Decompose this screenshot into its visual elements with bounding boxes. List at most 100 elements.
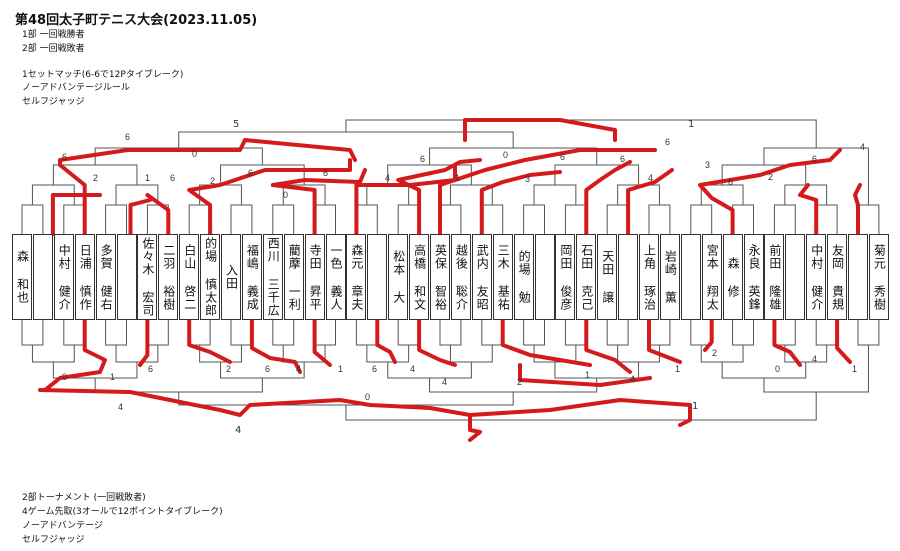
bracket-line	[178, 131, 514, 148]
winner-path	[798, 183, 819, 236]
bracket-line	[178, 392, 514, 406]
score-mark: 2	[226, 364, 231, 374]
player-box	[32, 234, 53, 320]
score-mark: 4	[442, 377, 447, 387]
player-box: 的場 勉	[513, 234, 534, 320]
score-mark: 6	[248, 168, 253, 178]
score-mark: 6	[420, 154, 425, 164]
winner-path	[396, 158, 482, 236]
winner-path	[835, 318, 852, 364]
bracket-line	[397, 320, 420, 346]
score-mark: 2	[712, 348, 717, 358]
bracket-line	[366, 184, 410, 205]
final-score-bottom-left: 4	[235, 425, 241, 436]
score-mark: 0	[503, 150, 508, 160]
score-mark: 0	[365, 392, 370, 402]
player-box: 上角 琢治	[639, 234, 659, 320]
score-mark: 1	[110, 372, 115, 382]
winner-path	[187, 158, 352, 236]
bracket-line	[63, 204, 86, 234]
bracket-line	[648, 204, 671, 234]
player-box: 英保 智裕	[430, 234, 450, 320]
player-box: 一色 義人	[325, 234, 346, 320]
bracket-line	[690, 204, 713, 234]
division-1-note: 1部 一回戦勝者	[22, 30, 85, 40]
bracket-line	[146, 320, 169, 346]
player-box: 前田 隆雄	[764, 234, 785, 320]
bracket-line	[648, 320, 671, 346]
bracket-line	[606, 320, 629, 346]
score-mark: 6	[665, 137, 670, 147]
winner-path	[354, 163, 457, 236]
player-box: 森 和也	[12, 234, 32, 320]
player-box: 天田 譲	[597, 234, 618, 320]
player-box: 松本 大	[388, 234, 409, 320]
player-box: 寺田 昇平	[304, 234, 325, 320]
bracket-line	[105, 204, 127, 234]
score-mark: 6	[372, 364, 377, 374]
bracket-line	[449, 345, 493, 363]
player-box: 岩崎 薫	[659, 234, 680, 320]
bracket-line	[564, 204, 587, 234]
score-mark: 6	[560, 152, 565, 162]
score-mark: 6	[728, 177, 733, 187]
bracket-line	[366, 345, 410, 363]
bracket-line	[21, 320, 44, 346]
bracket-line	[439, 320, 462, 346]
player-box: 友岡 貴規	[827, 234, 848, 320]
winner-path	[138, 318, 150, 367]
bracket-line	[230, 320, 253, 346]
rule-line-1: 1セットマッチ(6-6で12Pタイブレーク)	[22, 70, 184, 80]
score-mark: 0	[192, 149, 197, 159]
player-box	[367, 234, 388, 320]
score-mark: 4	[812, 354, 817, 364]
player-box: 多賀 健右	[95, 234, 116, 320]
bracket-line	[230, 204, 253, 234]
player-box	[618, 234, 639, 320]
score-mark: 0	[62, 372, 67, 382]
bracket-line	[523, 320, 545, 346]
player-box: 中村 健介	[806, 234, 827, 320]
winner-path	[58, 138, 357, 236]
bracket-line	[220, 362, 305, 379]
bracket-line	[815, 204, 838, 234]
bracket-line	[345, 392, 817, 421]
final-score-top-left: 5	[233, 119, 239, 130]
bracket-line	[721, 362, 807, 379]
winner-path	[500, 318, 592, 367]
score-mark: 4	[385, 173, 390, 183]
player-box: 永良 英鋒	[743, 234, 764, 320]
score-mark: 1	[852, 364, 857, 374]
player-box: 越後 聡介	[450, 234, 471, 320]
division-2-note: 2部 一回戦敗者	[22, 44, 85, 54]
player-box: 白山 啓二	[179, 234, 200, 320]
winner-path	[703, 318, 714, 352]
winner-path	[438, 148, 657, 236]
winner-path	[417, 318, 457, 367]
player-box	[116, 234, 137, 320]
player-box	[534, 234, 555, 320]
bracket-line	[533, 184, 577, 205]
bracket-line	[857, 320, 880, 346]
winner-path	[43, 318, 107, 392]
winner-path	[518, 363, 652, 387]
bracket-line	[115, 345, 159, 363]
bracket-line	[815, 320, 838, 346]
score-mark: 6	[148, 364, 153, 374]
score-mark: 2	[93, 173, 98, 183]
footer-rule-3: セルフジャッジ	[22, 535, 85, 545]
bracket-line	[481, 204, 504, 234]
score-mark: 0	[775, 364, 780, 374]
winner-path	[463, 118, 617, 142]
bracket-line	[439, 204, 462, 234]
player-box: 中村 健介	[53, 234, 74, 320]
score-mark: 6	[620, 154, 625, 164]
score-mark: 6	[125, 132, 130, 142]
bracket-line	[314, 204, 336, 234]
footer-rule-1: 4ゲーム先取(3オールで12ポイントタイブレーク)	[22, 507, 223, 517]
winner-path	[584, 318, 632, 374]
bracket-line	[732, 320, 754, 346]
score-mark: 2	[768, 172, 773, 182]
bracket-line	[690, 320, 713, 346]
